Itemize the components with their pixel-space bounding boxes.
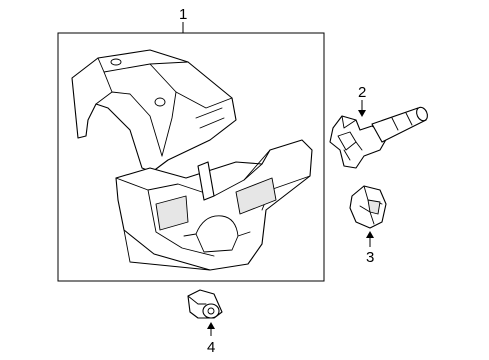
callout-4-label: 4 [207, 339, 215, 356]
callout-3-label: 3 [366, 249, 374, 266]
callout-2-arrow [358, 110, 366, 117]
column-shroud-part [71, 49, 313, 271]
callout-2-label: 2 [358, 84, 366, 101]
ignition-switch-part [329, 106, 428, 169]
callout-3-arrow [366, 231, 374, 238]
assembly-frame [57, 32, 325, 282]
callout-1-label: 1 [179, 6, 187, 23]
lock-clip-part [349, 185, 387, 229]
bushing-part [187, 289, 223, 319]
callout-4-arrow [207, 322, 215, 329]
